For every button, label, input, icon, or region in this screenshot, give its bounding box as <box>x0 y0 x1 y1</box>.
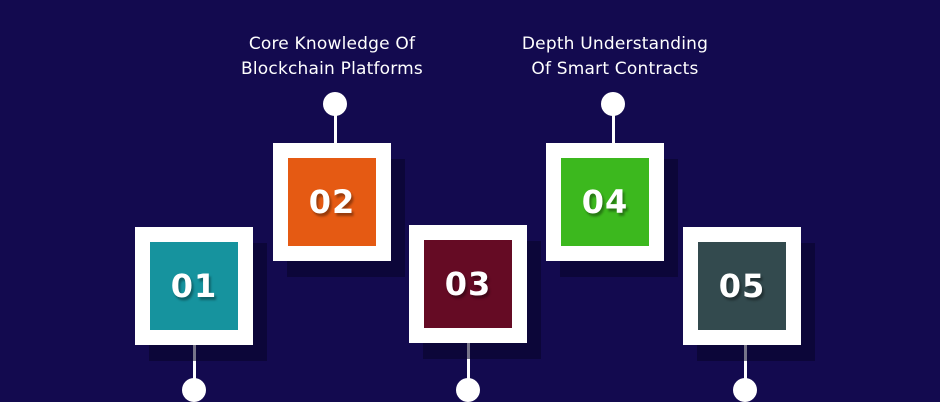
connector-dot-02 <box>323 92 347 116</box>
caption-step-04-line-2: Of Smart Contracts <box>531 59 699 79</box>
connector-line-04 <box>612 112 615 144</box>
step-number-03: 03 <box>444 265 492 303</box>
step-box-04: 04 <box>546 143 664 261</box>
step-box-03: 03 <box>409 225 527 343</box>
step-number-05: 05 <box>718 267 766 305</box>
step-number-02: 02 <box>308 183 356 221</box>
caption-step-02-line-2: Blockchain Platforms <box>241 59 423 79</box>
caption-step-02: Core Knowledge Of Blockchain Platforms <box>202 32 462 82</box>
caption-step-04: Depth Understanding Of Smart Contracts <box>485 32 745 82</box>
step-box-01: 01 <box>135 227 253 345</box>
step-number-04: 04 <box>581 183 629 221</box>
caption-step-04-line-1: Depth Understanding <box>521 34 709 54</box>
connector-dot-05 <box>733 378 757 402</box>
connector-line-05 <box>744 343 747 383</box>
step-number-01: 01 <box>170 267 218 305</box>
step-box-05: 05 <box>683 227 801 345</box>
connector-line-02 <box>334 112 337 144</box>
step-tile-02: 02 <box>288 158 376 246</box>
connector-dot-03 <box>456 378 480 402</box>
step-tile-05: 05 <box>698 242 786 330</box>
step-tile-04: 04 <box>561 158 649 246</box>
step-tile-03: 03 <box>424 240 512 328</box>
caption-step-02-line-1: Core Knowledge Of <box>248 34 416 54</box>
connector-line-01 <box>193 343 196 383</box>
step-box-02: 02 <box>273 143 391 261</box>
step-tile-01: 01 <box>150 242 238 330</box>
connector-line-03 <box>467 341 470 383</box>
connector-dot-01 <box>182 378 206 402</box>
connector-dot-04 <box>601 92 625 116</box>
